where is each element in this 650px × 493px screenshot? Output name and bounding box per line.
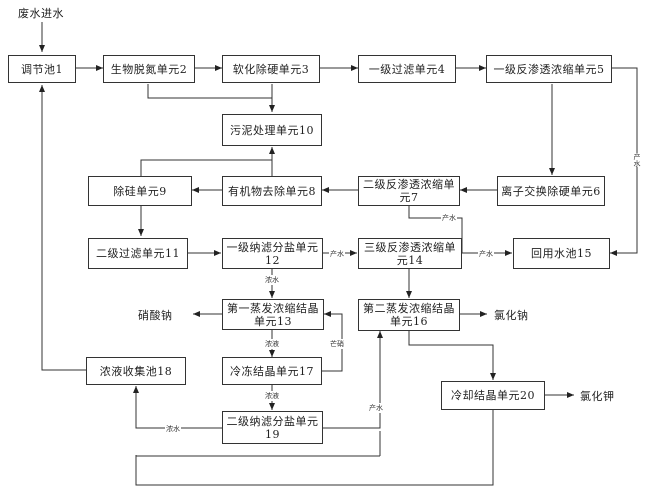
- unit-10-label: 污泥处理单元10: [230, 123, 314, 137]
- flow-label-product-5: 产水: [631, 153, 643, 167]
- output-sodium-nitrate: 硝酸钠: [138, 309, 173, 322]
- unit-3-softening: 软化除硬单元3: [222, 55, 320, 83]
- unit-4-primary-filtration: 一级过滤单元4: [358, 55, 456, 83]
- unit-15-reuse-pool: 回用水池15: [513, 238, 610, 269]
- unit-16-label-1: 第二蒸发浓缩结晶: [363, 302, 455, 315]
- unit-17-label: 冷冻结晶单元17: [230, 364, 314, 378]
- unit-10-sludge-treatment: 污泥处理单元10: [222, 114, 322, 146]
- unit-16-label-2: 单元16: [390, 315, 428, 328]
- unit-16-second-evaporation: 第二蒸发浓缩结晶单元16: [358, 299, 460, 331]
- unit-11-label: 二级过滤单元11: [96, 247, 180, 260]
- flow-label-concentrate-12: 浓水: [264, 275, 280, 285]
- unit-12-label-2: 12: [265, 253, 280, 267]
- unit-15-label: 回用水池15: [531, 247, 592, 260]
- unit-19-label-1: 二级纳滤分盐单元: [226, 414, 319, 428]
- unit-17-freeze-crystallization: 冷冻结晶单元17: [222, 357, 322, 385]
- unit-14-tertiary-ro: 三级反渗透浓缩单元14: [358, 238, 462, 269]
- inlet-label: 废水进水: [18, 7, 64, 20]
- unit-18-label: 浓液收集池18: [99, 364, 173, 378]
- flow-label-product-12: 产水: [329, 249, 345, 259]
- output-sodium-chloride: 氯化钠: [494, 309, 529, 322]
- flow-label-mirabilite: 芒硝: [329, 339, 345, 349]
- flow-label-liquor-13: 浓液: [264, 339, 280, 349]
- unit-18-concentrate-tank: 浓液收集池18: [86, 357, 186, 385]
- unit-1-label: 调节池1: [21, 62, 63, 76]
- unit-5-label: 一级反渗透浓缩单元5: [493, 62, 605, 76]
- flow-label-concentrate-19: 浓水: [165, 424, 181, 434]
- unit-11-secondary-filtration: 二级过滤单元11: [88, 238, 188, 269]
- unit-8-label: 有机物去除单元8: [228, 184, 316, 198]
- unit-1-equalization-tank: 调节池1: [8, 55, 76, 83]
- unit-12-label-1: 一级纳滤分盐单元: [226, 240, 319, 254]
- arrow-19-16: [323, 331, 383, 429]
- unit-20-cooling-crystallization: 冷却结晶单元20: [441, 381, 545, 410]
- arrow-2-10: [147, 84, 272, 99]
- flow-label-product-7: 产水: [441, 213, 457, 223]
- unit-6-label: 离子交换除硬单元6: [501, 184, 601, 198]
- unit-5-primary-ro: 一级反渗透浓缩单元5: [486, 55, 612, 83]
- unit-13-first-evaporation: 第一蒸发浓缩结晶单元13: [222, 299, 324, 330]
- output-potassium-chloride: 氯化钾: [580, 390, 615, 403]
- arrow-19-18: [133, 386, 222, 429]
- unit-20-label: 冷却结晶单元20: [451, 389, 535, 402]
- unit-6-ion-exchange: 离子交换除硬单元6: [497, 176, 605, 206]
- unit-7-secondary-ro: 二级反渗透浓缩单元7: [358, 176, 460, 206]
- unit-4-label: 一级过滤单元4: [368, 62, 446, 76]
- unit-9-silica-removal: 除硅单元9: [88, 176, 192, 206]
- unit-8-organic-removal: 有机物去除单元8: [222, 176, 322, 206]
- unit-3-label: 软化除硬单元3: [232, 62, 310, 76]
- arrow-20-18: [135, 410, 494, 486]
- unit-7-label-2: 元7: [399, 191, 419, 204]
- unit-19-label-2: 19: [265, 427, 280, 441]
- unit-14-label-2: 元14: [396, 253, 424, 267]
- unit-2-bio-denitrification: 生物脱氮单元2: [103, 55, 195, 83]
- unit-14-label-1: 三级反渗透浓缩单: [364, 240, 456, 254]
- arrow-16-20: [408, 331, 496, 380]
- unit-7-label-1: 二级反渗透浓缩单: [363, 178, 455, 191]
- unit-13-label-1: 第一蒸发浓缩结晶: [227, 301, 319, 315]
- flow-label-product-19: 产水: [368, 403, 384, 413]
- arrow-18-1: [39, 85, 86, 371]
- unit-13-label-2: 单元13: [254, 314, 292, 328]
- unit-9-label: 除硅单元9: [113, 184, 167, 198]
- unit-2-label: 生物脱氮单元2: [110, 62, 188, 76]
- arrow-7-15: [408, 206, 463, 253]
- flow-label-product-14: 产水: [478, 249, 494, 259]
- flow-label-liquor-17: 浓液: [264, 391, 280, 401]
